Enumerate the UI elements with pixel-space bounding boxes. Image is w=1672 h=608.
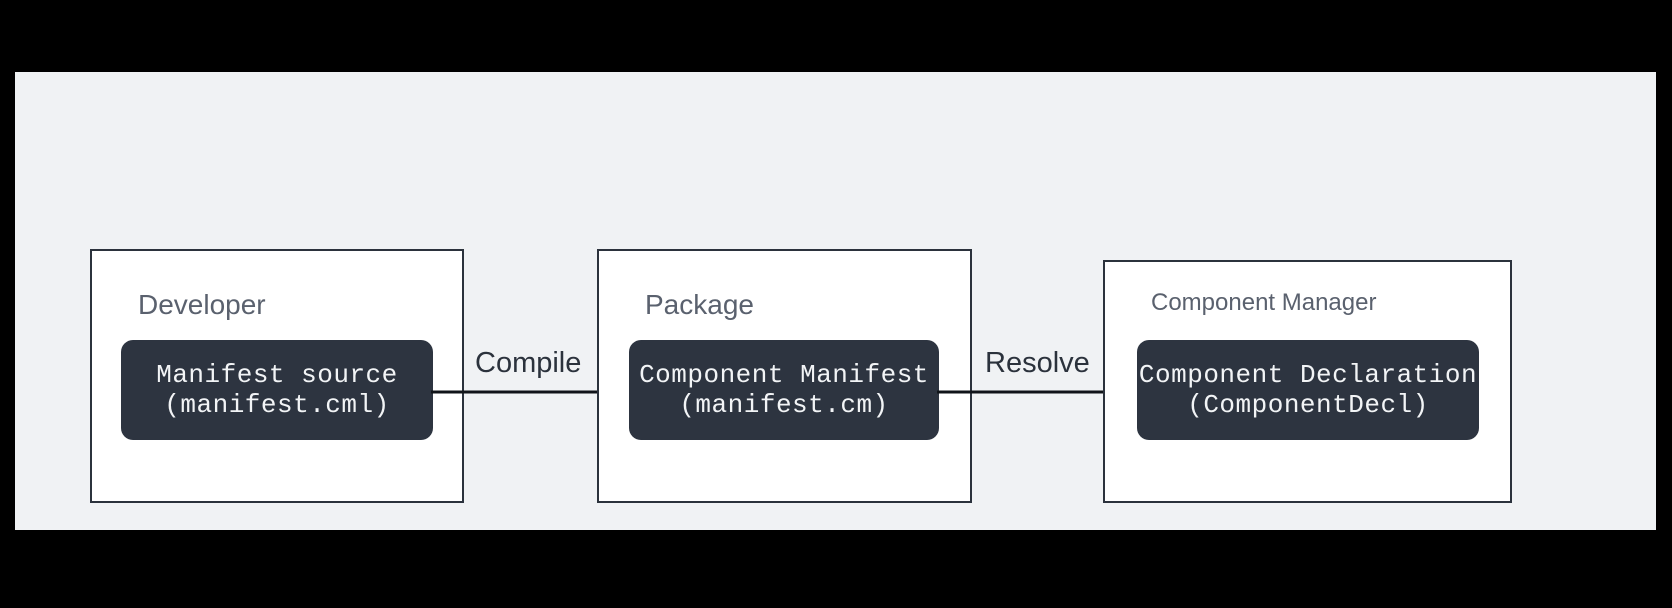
node-component-declaration-line2: (ComponentDecl) [1187, 390, 1429, 420]
node-manifest-source[interactable]: Manifest source (manifest.cml) [121, 340, 433, 440]
node-component-declaration[interactable]: Component Declaration (ComponentDecl) [1137, 340, 1479, 440]
edge-resolve-arrow [937, 376, 1129, 406]
edge-compile-label: Compile [475, 347, 582, 379]
edge-resolve-label: Resolve [985, 347, 1090, 379]
group-package-title: Package [645, 289, 754, 320]
diagram-canvas: Developer Manifest source (manifest.cml)… [15, 72, 1656, 530]
group-developer-title: Developer [138, 289, 266, 320]
node-manifest-source-line1: Manifest source [156, 359, 398, 390]
resolve-arrow-icon [937, 385, 1129, 399]
node-component-manifest[interactable]: Component Manifest (manifest.cm) [629, 340, 939, 440]
group-component-manager-title: Component Manager [1151, 289, 1377, 316]
node-component-declaration-line1: Component Declaration [1138, 359, 1478, 390]
node-manifest-source-line2: (manifest.cml) [164, 390, 390, 420]
node-component-manifest-line1: Component Manifest [639, 359, 929, 390]
node-component-manifest-line2: (manifest.cm) [679, 390, 889, 420]
